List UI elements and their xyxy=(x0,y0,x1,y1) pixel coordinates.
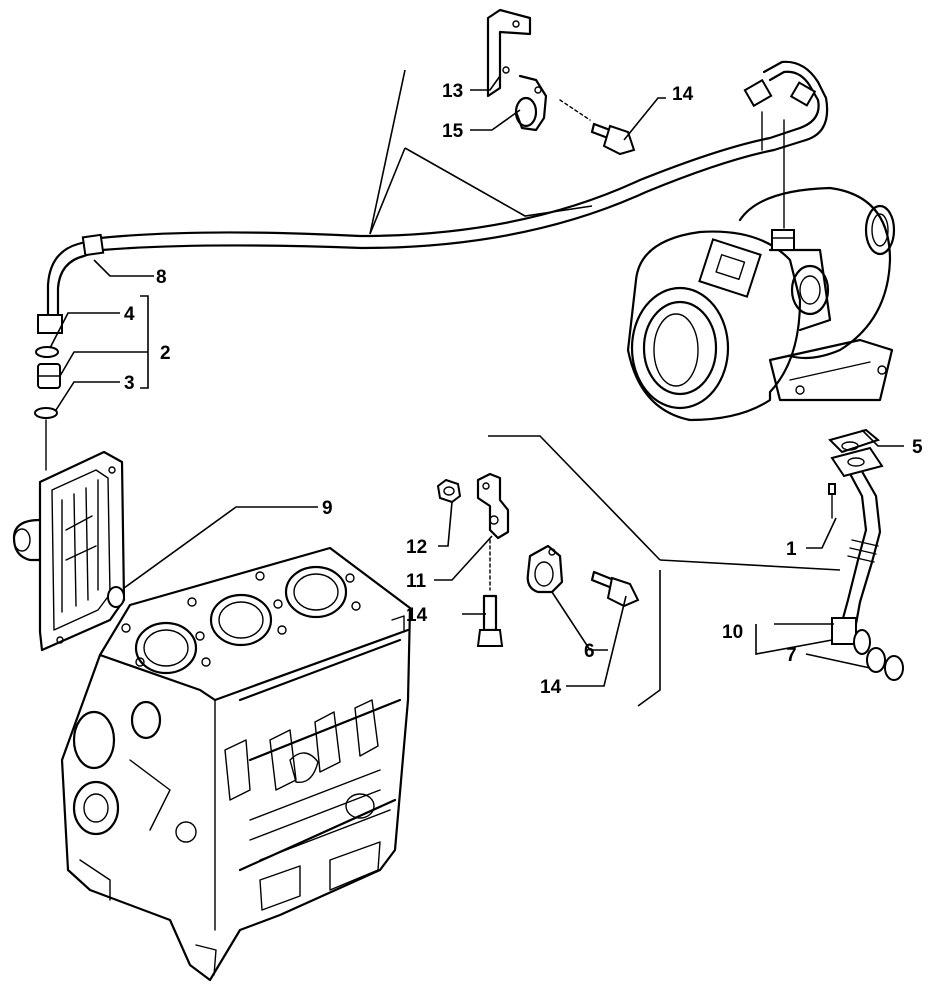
callout-7: 7 xyxy=(786,645,797,666)
callout-2: 2 xyxy=(160,343,171,364)
callout-3: 3 xyxy=(124,373,135,394)
callout-8: 8 xyxy=(156,267,167,288)
callout-13: 13 xyxy=(442,81,463,102)
oil-return-pipe xyxy=(828,428,904,681)
callout-11: 11 xyxy=(406,571,427,592)
oil-filter-housing xyxy=(12,450,126,652)
pipe-bracket-top xyxy=(486,8,548,132)
bracket-middle xyxy=(476,472,510,540)
callout-15: 15 xyxy=(442,121,464,142)
bolt-middle-horizontal xyxy=(590,570,640,608)
nut xyxy=(436,478,462,504)
callout-14-top: 14 xyxy=(672,84,694,105)
callout-4: 4 xyxy=(124,304,135,325)
engine-block xyxy=(60,546,412,982)
oil-feed-pipe xyxy=(46,60,829,320)
callout-leaders xyxy=(49,75,904,687)
callout-12: 12 xyxy=(406,537,427,558)
turbocharger xyxy=(626,111,896,422)
bolt-middle-vertical xyxy=(476,539,504,647)
p-clamp xyxy=(526,544,564,594)
callout-14-low: 14 xyxy=(540,677,562,698)
callout-labels: 13 15 14 8 4 2 3 5 9 12 11 14 6 14 1 10 … xyxy=(124,81,923,698)
view-guide-lines xyxy=(369,69,841,707)
pipe-end-union xyxy=(34,314,63,471)
callout-6: 6 xyxy=(584,641,595,662)
callout-14-mid: 14 xyxy=(406,605,428,626)
callout-1: 1 xyxy=(786,539,797,560)
callout-9: 9 xyxy=(322,498,333,519)
callout-10: 10 xyxy=(722,622,743,643)
callout-5: 5 xyxy=(912,437,923,458)
bolt-top xyxy=(559,99,636,156)
